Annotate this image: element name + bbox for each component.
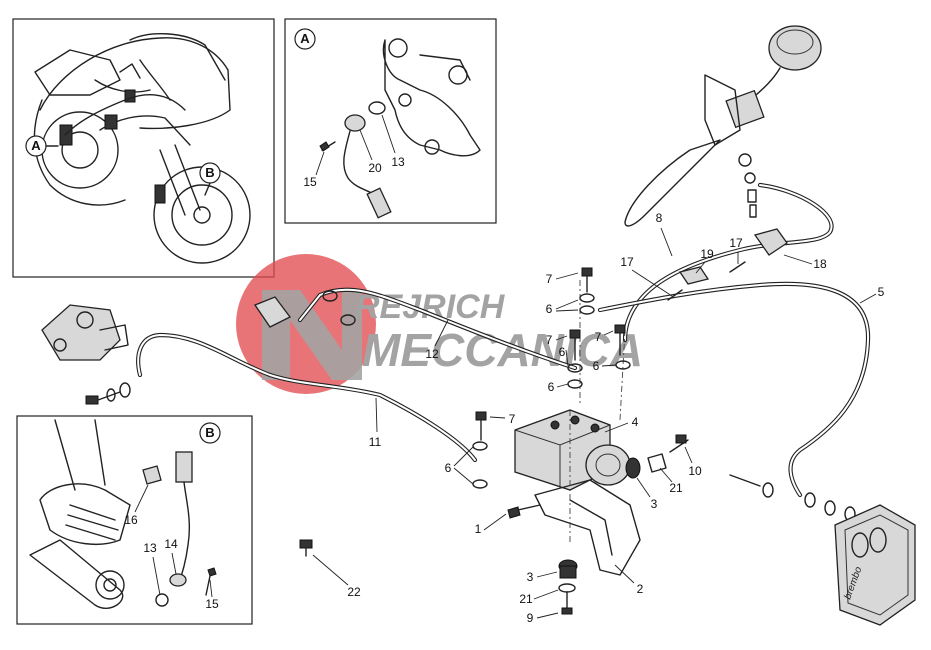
inset-detail-a-front-sensor: A 20 13 15 — [284, 18, 497, 224]
callout-15-b: 15 — [205, 597, 219, 611]
callout-labels: 1 2 3 3 4 5 6 6 6 6 6 7 7 7 7 8 9 10 — [312, 211, 885, 625]
callout-8: 8 — [656, 211, 663, 225]
callout-7-b: 7 — [546, 333, 553, 347]
front-master-cylinder — [624, 25, 822, 227]
detail-a-label: A — [300, 31, 310, 46]
callout-7-d: 7 — [509, 412, 516, 426]
callout-13-a: 13 — [391, 155, 405, 169]
callout-6-a: 6 — [546, 302, 553, 316]
watermark-line-2: MECCANICA — [362, 324, 643, 376]
callout-11: 11 — [369, 435, 382, 449]
callout-6-d: 6 — [548, 380, 555, 394]
callout-19: 19 — [700, 247, 714, 261]
overview-label-b: B — [205, 165, 214, 180]
callout-17-a: 17 — [620, 255, 634, 269]
callout-7-c: 7 — [595, 330, 602, 344]
brake-hoses — [136, 182, 871, 498]
banjo-fittings — [85, 228, 856, 557]
front-brake-caliper: brembo — [834, 504, 916, 626]
callout-2: 2 — [637, 582, 644, 596]
callout-5: 5 — [878, 285, 885, 299]
abs-modulator-unit — [507, 280, 689, 615]
callout-10: 10 — [688, 464, 702, 478]
callout-12: 12 — [425, 347, 439, 361]
callout-15-a: 15 — [303, 175, 317, 189]
callout-7-a: 7 — [546, 272, 553, 286]
callout-17-b: 17 — [729, 236, 743, 250]
callout-21-b: 21 — [519, 592, 533, 606]
callout-22: 22 — [347, 585, 361, 599]
callout-6-b: 6 — [559, 345, 566, 359]
detail-b-label: B — [205, 425, 214, 440]
callout-18: 18 — [813, 257, 827, 271]
callout-3-a: 3 — [651, 497, 658, 511]
inset-detail-b-rear-sensor: B 16 13 14 15 — [16, 415, 253, 625]
callout-14: 14 — [164, 537, 178, 551]
callout-9: 9 — [527, 611, 534, 625]
overview-label-a: A — [31, 138, 41, 153]
callout-13-b: 13 — [143, 541, 157, 555]
inset-motorcycle-overview: A B — [12, 18, 275, 278]
callout-1: 1 — [475, 522, 482, 536]
callout-16: 16 — [124, 513, 138, 527]
callout-4: 4 — [632, 415, 639, 429]
callout-6-e: 6 — [445, 461, 452, 475]
rear-brake-caliper — [41, 304, 129, 361]
callout-6-c: 6 — [593, 359, 600, 373]
callout-20: 20 — [368, 161, 382, 175]
callout-21-a: 21 — [669, 481, 683, 495]
callout-3-b: 3 — [527, 570, 534, 584]
